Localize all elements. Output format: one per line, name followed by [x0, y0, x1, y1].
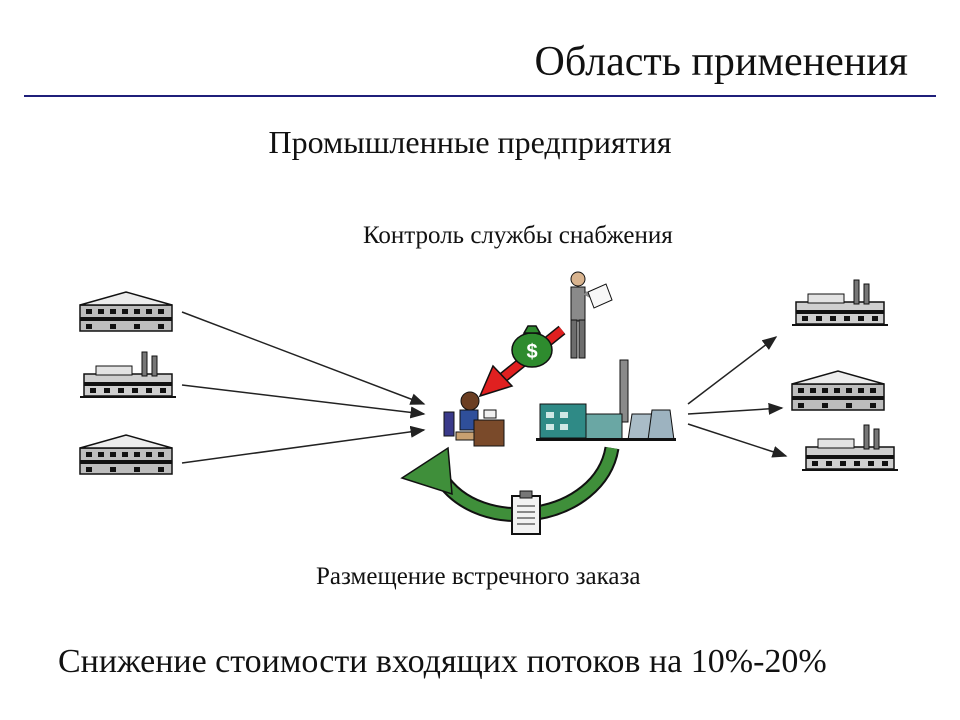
slide-title: Область применения	[534, 39, 908, 85]
outbound-arrow	[687, 423, 788, 458]
factory-icon	[79, 351, 177, 399]
slide-subtitle: Промышленные предприятия	[268, 124, 672, 160]
outbound-arrow	[687, 336, 778, 405]
industrial-plant-icon	[536, 359, 676, 441]
supply-control-label: Контроль службы снабжения	[363, 222, 673, 249]
clipboard-icon	[511, 490, 541, 535]
factory-icon	[79, 291, 173, 332]
desk-worker-icon	[443, 391, 505, 447]
factory-icon	[79, 434, 173, 475]
title-underline	[24, 95, 936, 97]
dollar-sign: $	[526, 341, 537, 363]
factory-icon	[801, 424, 899, 472]
outbound-arrow	[687, 402, 784, 415]
factory-icon	[791, 279, 889, 327]
counter-order-arrow	[400, 446, 620, 523]
money-bag-icon: $	[511, 325, 553, 368]
inbound-arrow	[181, 425, 426, 464]
factory-icon	[791, 370, 885, 411]
counter-order-label: Размещение встречного заказа	[316, 563, 641, 590]
inbound-arrow	[181, 384, 426, 419]
inbound-arrow	[181, 311, 426, 405]
businessman-icon	[570, 271, 613, 359]
cost-reduction-text: Снижение стоимости входящих потоков на 1…	[58, 643, 827, 680]
